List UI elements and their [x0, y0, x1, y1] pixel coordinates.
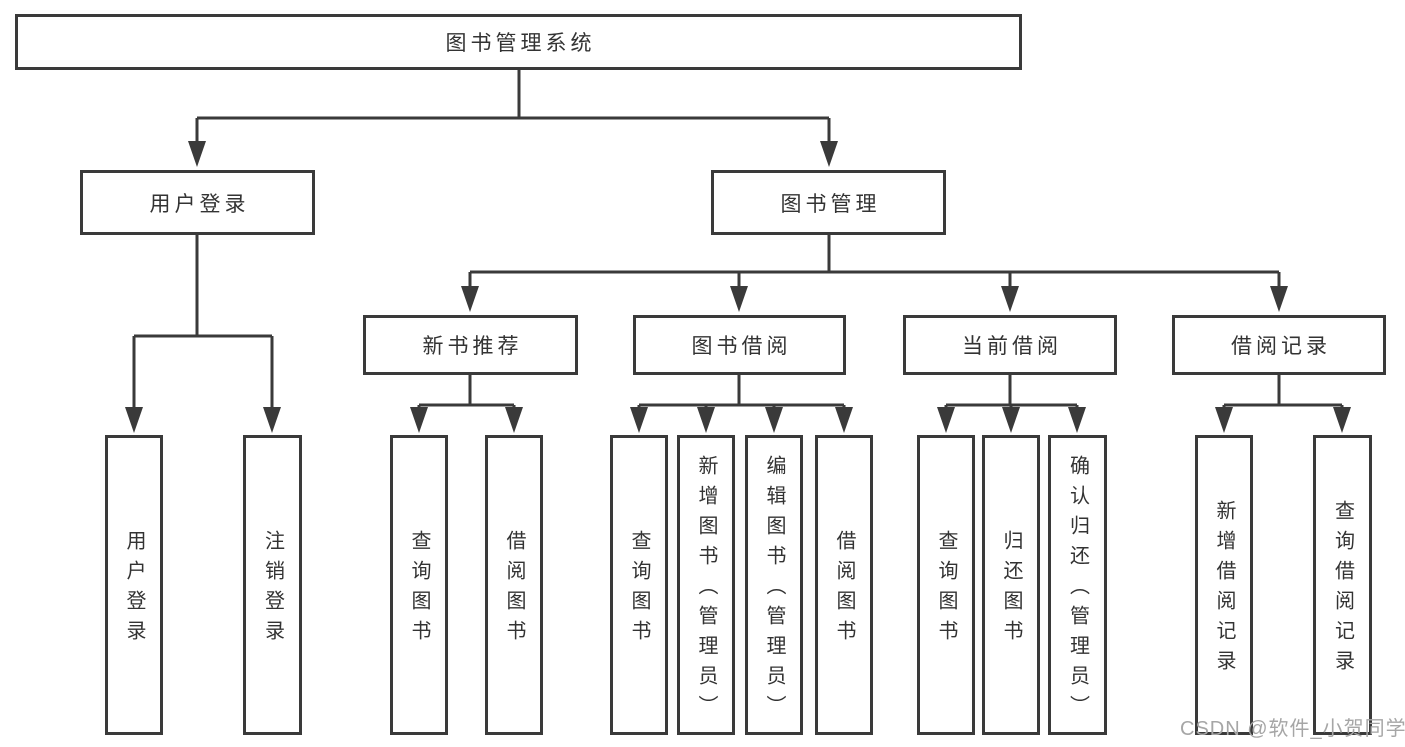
node-current-borrowing: 当前借阅: [903, 315, 1117, 375]
node-book-management-label: 图书管理: [780, 192, 881, 216]
node-current-borrowing-label: 当前借阅: [962, 335, 1062, 358]
leaf-query-borrow-record: 查询借阅记录: [1313, 435, 1372, 735]
leaf-confirm-return-admin: 确认归还（管理员）: [1048, 435, 1107, 735]
leaf-add-borrow-record-label: 新增借阅记录: [1213, 500, 1235, 680]
node-book-management: 图书管理: [711, 170, 946, 235]
leaf-add-book-admin: 新增图书（管理员）: [677, 435, 735, 735]
node-borrowing-records: 借阅记录: [1172, 315, 1386, 375]
node-new-book-recommendation: 新书推荐: [363, 315, 578, 375]
leaf-return-book-label: 归还图书: [1000, 530, 1022, 650]
leaf-borrow-books-recommend-label: 借阅图书: [503, 530, 525, 650]
node-root: 图书管理系统: [15, 14, 1022, 70]
node-borrowing-records-label: 借阅记录: [1231, 335, 1331, 358]
leaf-query-books-borrow-label: 查询图书: [628, 530, 650, 650]
leaf-query-books-current: 查询图书: [917, 435, 975, 735]
leaf-edit-book-admin-label: 编辑图书（管理员）: [763, 455, 785, 725]
leaf-query-books-current-label: 查询图书: [935, 530, 957, 650]
leaf-add-book-admin-label: 新增图书（管理员）: [695, 455, 717, 725]
leaf-query-borrow-record-label: 查询借阅记录: [1331, 500, 1354, 680]
leaf-query-books-recommend-label: 查询图书: [408, 530, 430, 650]
node-user-login: 用户登录: [80, 170, 315, 235]
csdn-watermark: CSDN @软件_小贺同学: [1180, 718, 1405, 740]
node-root-label: 图书管理系统: [445, 32, 596, 55]
leaf-borrow-books-recommend: 借阅图书: [485, 435, 543, 735]
leaf-borrow-books-borrow: 借阅图书: [815, 435, 873, 735]
node-user-login-label: 用户登录: [149, 192, 250, 216]
leaf-add-borrow-record: 新增借阅记录: [1195, 435, 1253, 735]
arrowheads: [125, 141, 1351, 433]
leaf-query-books-recommend: 查询图书: [390, 435, 448, 735]
node-new-book-recommendation-label: 新书推荐: [422, 335, 523, 358]
leaf-edit-book-admin: 编辑图书（管理员）: [745, 435, 803, 735]
leaf-user-login-label: 用户登录: [123, 530, 145, 650]
leaf-user-login: 用户登录: [105, 435, 163, 735]
leaf-confirm-return-admin-label: 确认归还（管理员）: [1066, 455, 1089, 725]
leaf-borrow-books-borrow-label: 借阅图书: [833, 530, 855, 650]
leaf-return-book: 归还图书: [982, 435, 1040, 735]
node-book-borrowing-label: 图书借阅: [691, 335, 792, 358]
leaf-logout: 注销登录: [243, 435, 302, 735]
leaf-query-books-borrow: 查询图书: [610, 435, 668, 735]
node-book-borrowing: 图书借阅: [633, 315, 846, 375]
leaf-logout-label: 注销登录: [261, 530, 284, 650]
